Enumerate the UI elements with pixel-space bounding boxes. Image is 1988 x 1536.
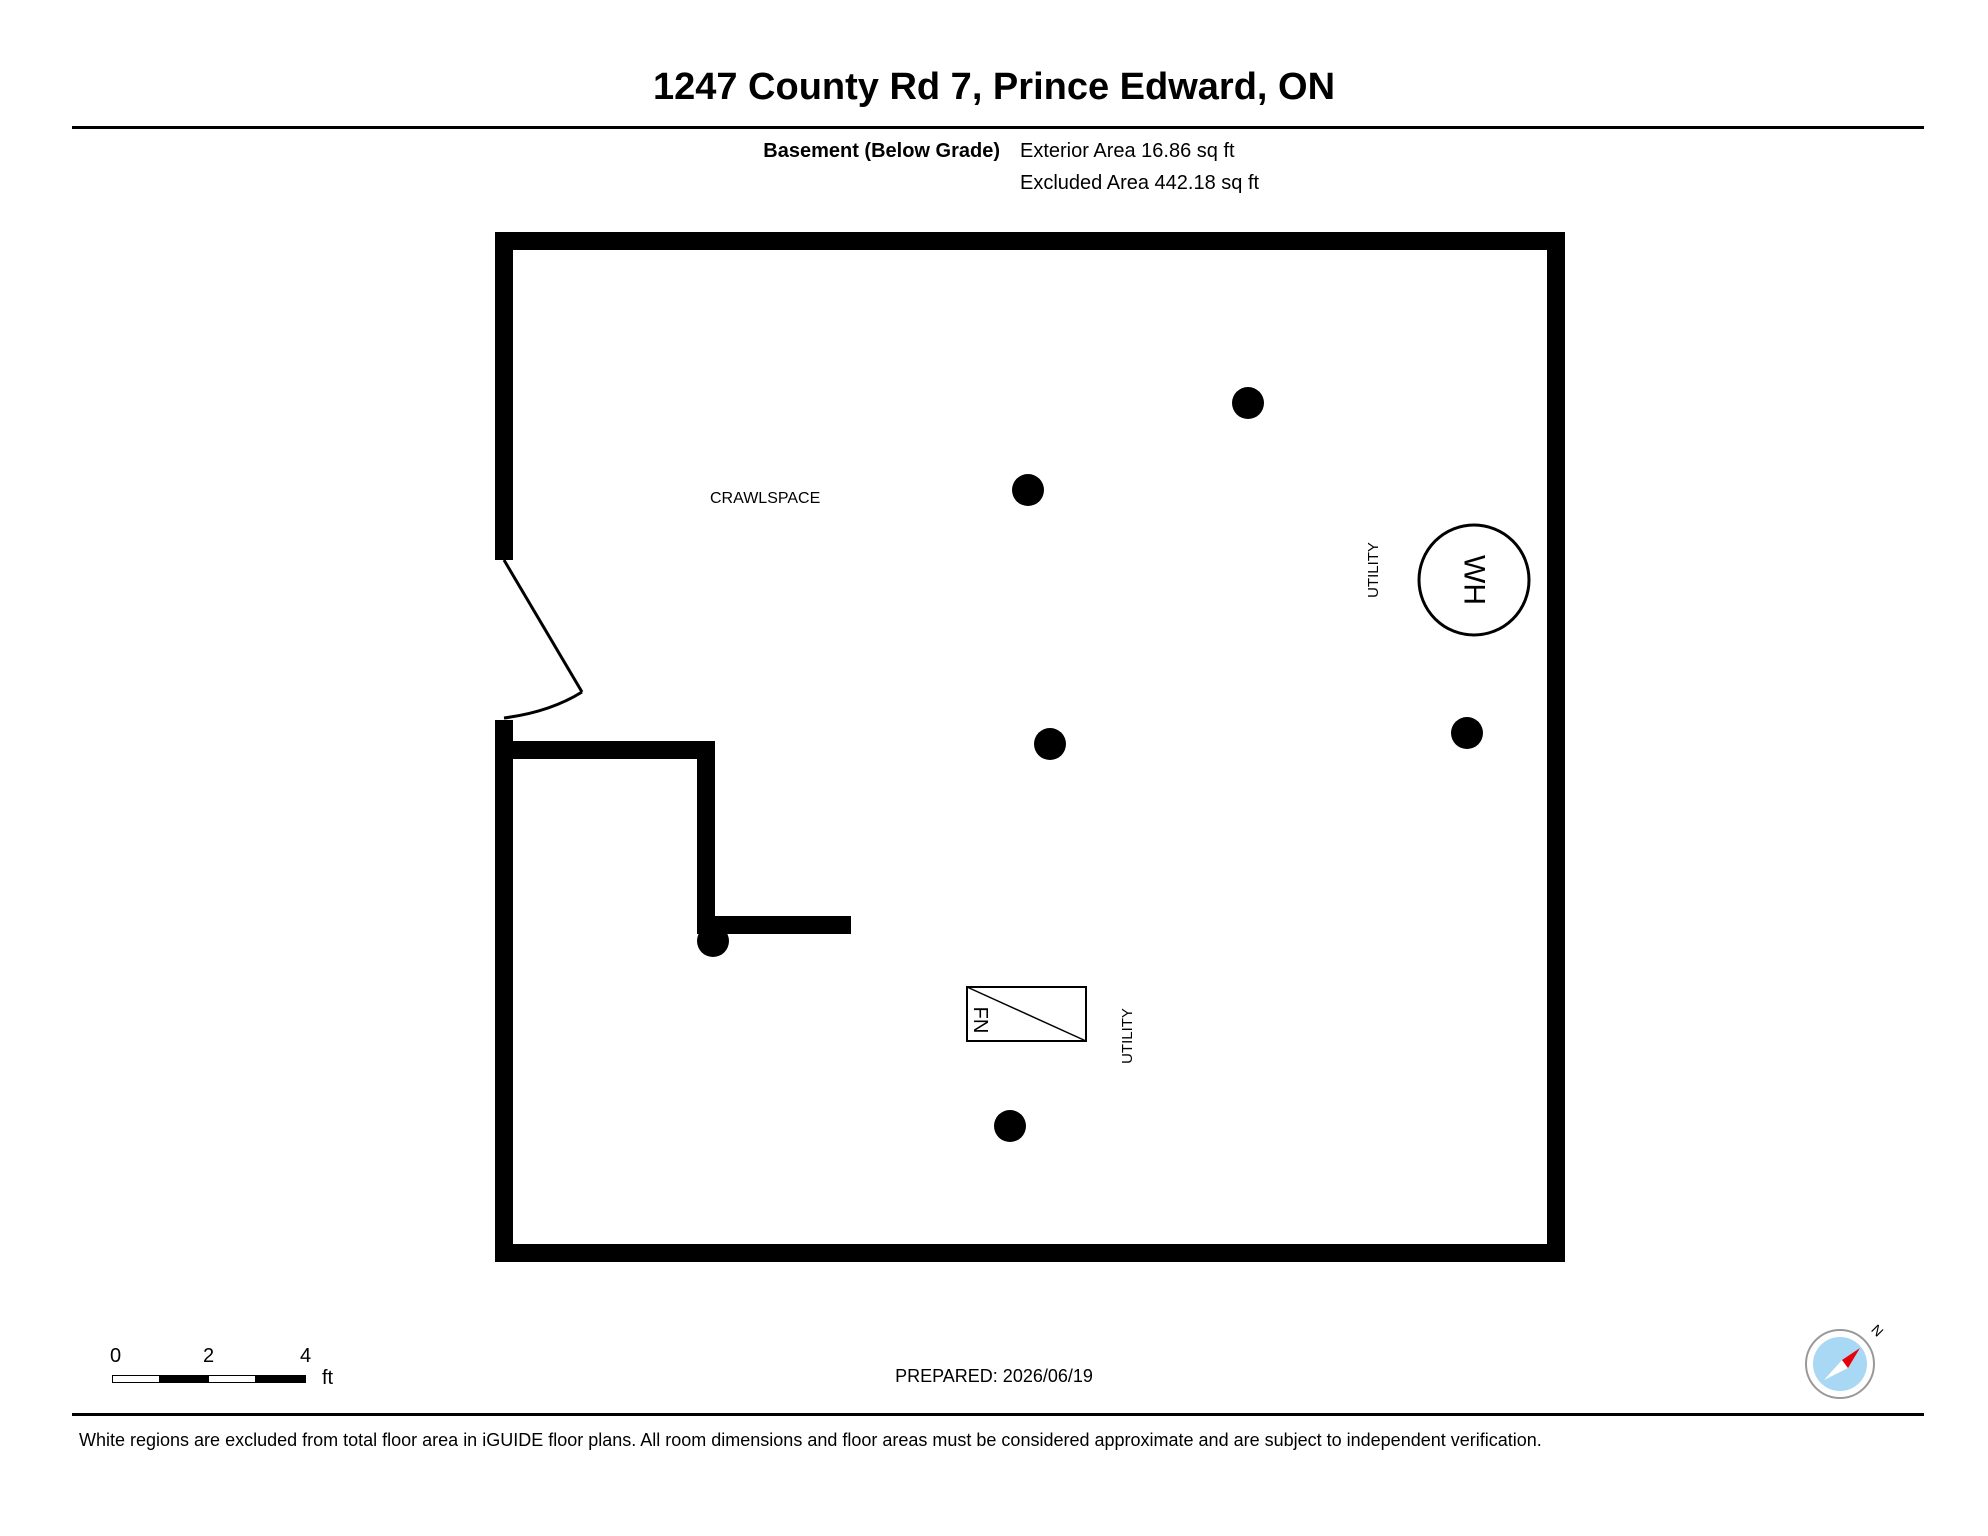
furnace-box xyxy=(966,986,1087,1042)
furnace-symbol: FN xyxy=(966,986,1087,1042)
wall-right xyxy=(1547,232,1565,1262)
door xyxy=(502,559,584,720)
scale-label-2: 2 xyxy=(203,1345,215,1367)
support-posts xyxy=(697,387,1483,1142)
water-heater-symbol: WH xyxy=(1417,523,1531,637)
compass-needle-north xyxy=(1842,1348,1860,1368)
exterior-area: Exterior Area 16.86 sq ft xyxy=(1020,140,1235,162)
compass-icon: N xyxy=(1805,1321,1884,1399)
post xyxy=(1012,474,1044,506)
post xyxy=(994,1110,1026,1142)
prepared-date: PREPARED: 2026/06/19 xyxy=(895,1366,1093,1386)
header-divider xyxy=(72,126,1924,129)
excluded-area: Excluded Area 442.18 sq ft xyxy=(1020,172,1260,194)
post xyxy=(1451,717,1483,749)
post xyxy=(697,925,729,957)
scale-label-4: 4 xyxy=(300,1345,312,1367)
furnace-diagonal xyxy=(966,986,1087,1042)
door-leaf xyxy=(502,559,584,693)
door-swing-arc xyxy=(503,690,583,720)
wall-top xyxy=(495,232,1565,250)
walls xyxy=(495,232,1565,1262)
floor-label: Basement (Below Grade) xyxy=(763,140,1000,162)
water-heater-circle xyxy=(1417,523,1531,637)
furnace-label: FN xyxy=(969,1007,991,1034)
wall-inner-vertical xyxy=(697,741,715,934)
scale-segment xyxy=(112,1375,160,1383)
footer-disclaimer: White regions are excluded from total fl… xyxy=(79,1430,1542,1450)
wall-inner-stub xyxy=(697,916,851,934)
room-label-crawlspace: CRAWLSPACE xyxy=(710,490,820,507)
room-label-utility-upper: UTILITY xyxy=(1365,542,1382,598)
compass-north-label: N xyxy=(1868,1321,1884,1339)
page-title: 1247 County Rd 7, Prince Edward, ON xyxy=(652,66,1336,108)
scale-label-0: 0 xyxy=(110,1345,122,1367)
scale-segment xyxy=(208,1375,256,1383)
wall-bottom xyxy=(495,1244,1565,1262)
scale-segment xyxy=(256,1375,306,1383)
wall-inner-horizontal xyxy=(495,741,715,759)
scale-unit: ft xyxy=(322,1367,334,1389)
room-label-utility-lower: UTILITY xyxy=(1119,1008,1136,1064)
post xyxy=(1034,728,1066,760)
scale-segment xyxy=(160,1375,208,1383)
wall-left-lower xyxy=(495,720,513,1262)
post xyxy=(1232,387,1264,419)
wall-left-upper xyxy=(495,232,513,560)
scale-bar: 0 2 4 ft xyxy=(100,1345,360,1395)
footer-divider xyxy=(72,1413,1924,1416)
water-heater-label: WH xyxy=(1458,555,1491,605)
compass-needle-south xyxy=(1824,1360,1848,1380)
